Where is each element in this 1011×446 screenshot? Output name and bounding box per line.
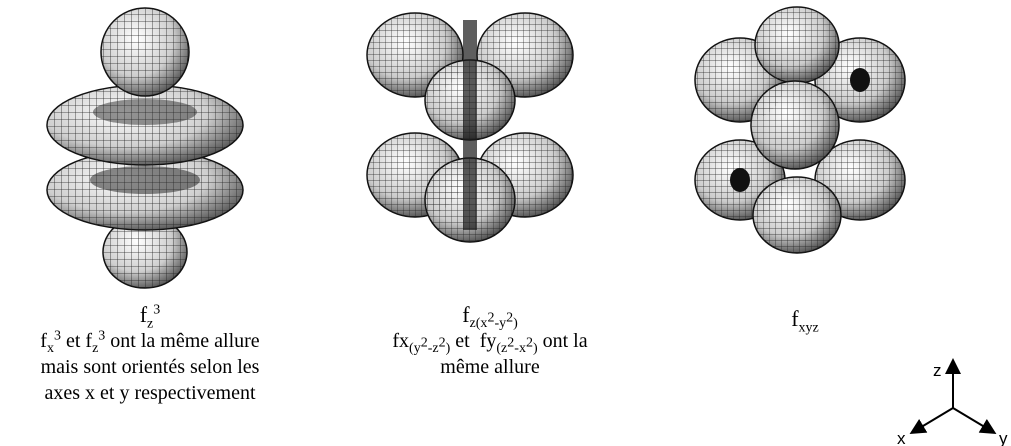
caption-fzx2y2-line1: fx(y2-z2) et fy(z2-x2) ont la	[392, 330, 588, 356]
orbital-fz3-figure	[40, 0, 250, 290]
orbital-fzx2y2-label: fz(x2-y2)	[462, 302, 518, 332]
caption-fz3-line3: axes x et y respectivement	[44, 382, 256, 404]
caption-fz3: fz3 fx3 et fz3 ont la même allure mais s…	[0, 302, 300, 406]
orbital-fz3-label: fz3	[139, 302, 161, 332]
x-axis-arrow	[909, 407, 954, 435]
orbital-fzx2y2-figure	[355, 0, 585, 260]
caption-fz3-line2: mais sont orientés selon les	[40, 356, 260, 378]
caption-fzx2y2-line2: même allure	[440, 356, 540, 378]
y-axis-arrow	[952, 407, 997, 435]
caption-fz3-line1: fx3 et fz3 ont la même allure	[40, 328, 260, 356]
caption-fzx2y2: fz(x2-y2) fx(y2-z2) et fy(z2-x2) ont la …	[340, 302, 640, 380]
y-axis-label: y	[999, 429, 1008, 446]
axes-diagram: z x y	[895, 356, 1011, 446]
z-axis-label: z	[933, 361, 942, 380]
orbital-fxyz-label: fxyz	[791, 306, 819, 336]
orbital-fxyz-figure	[685, 0, 915, 260]
caption-fxyz: fxyz	[640, 306, 970, 336]
x-axis-label: x	[897, 429, 906, 446]
